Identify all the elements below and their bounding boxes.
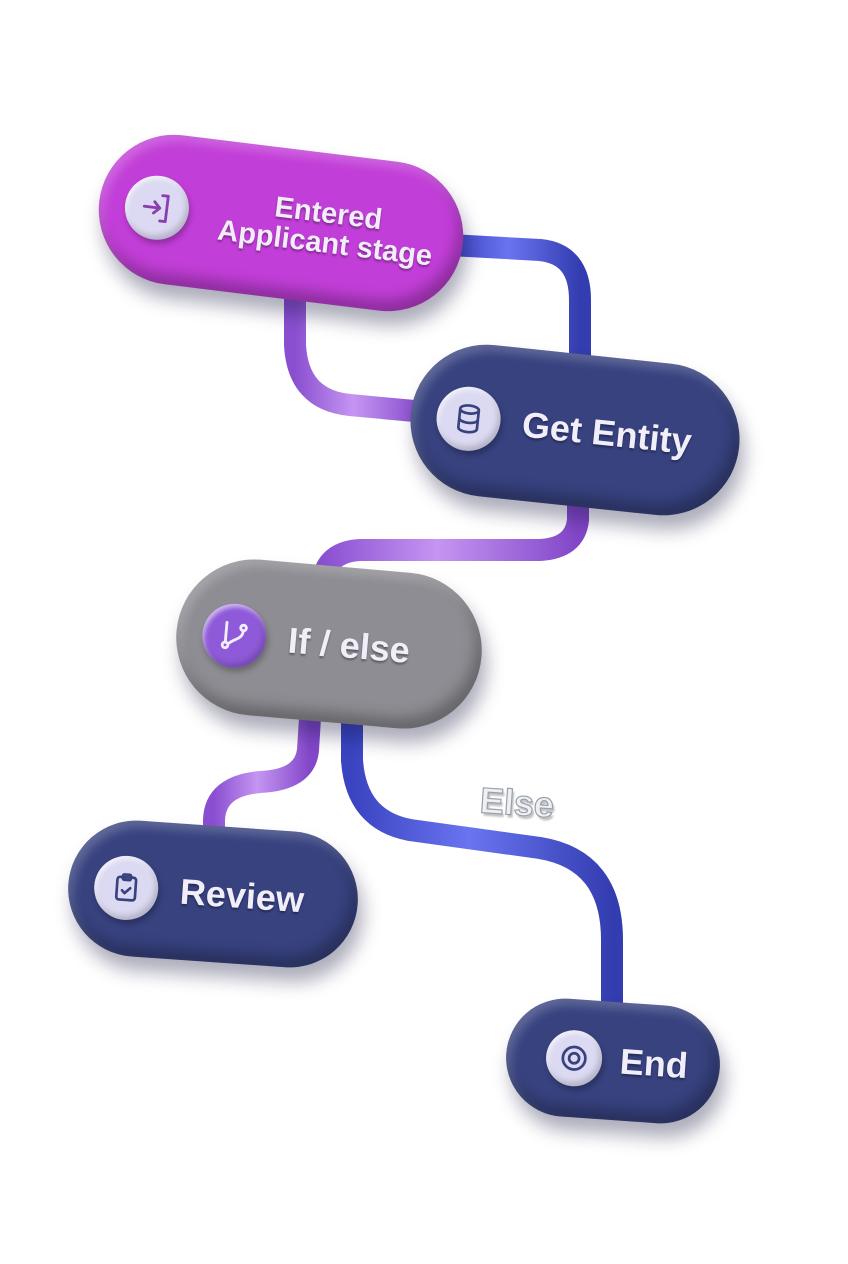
node-end[interactable]: End [502, 994, 724, 1128]
node-if-else[interactable]: If / else [169, 552, 489, 736]
node-label: Review [178, 870, 306, 921]
clipboard-check-icon [92, 853, 161, 923]
node-review[interactable]: Review [63, 816, 363, 972]
pipe-if-else-to-end [341, 709, 623, 1026]
pipe-if-else-to-review [203, 707, 321, 851]
node-label: Entered Applicant stage [207, 184, 467, 275]
target-icon [544, 1028, 604, 1089]
enter-icon [121, 172, 193, 244]
branch-icon [199, 601, 270, 671]
edge-label-else: Else [478, 779, 556, 826]
node-label: If / else [286, 619, 412, 672]
node-entered-applicant-stage[interactable]: Entered Applicant stage [90, 126, 472, 320]
node-get-entity[interactable]: Get Entity [402, 337, 748, 523]
pipe-entered-to-get-entity-left [284, 289, 436, 423]
node-label: Get Entity [520, 403, 694, 463]
node-label: End [618, 1040, 690, 1087]
database-icon [433, 383, 504, 454]
pipe-entered-to-get-entity-right [439, 234, 591, 381]
